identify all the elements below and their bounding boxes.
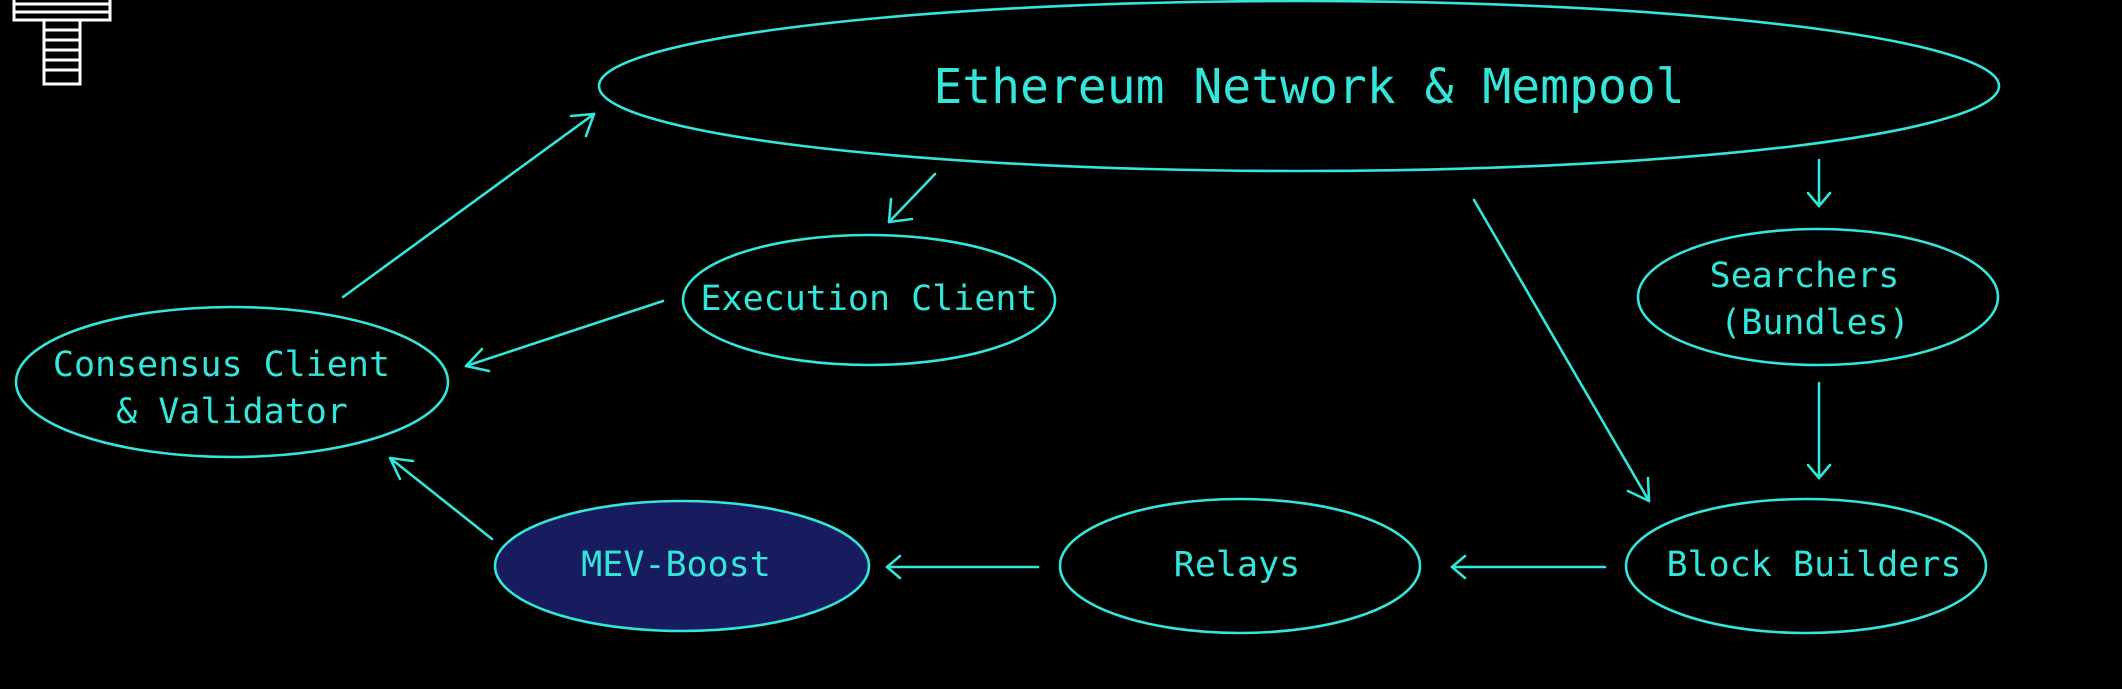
node-searchers-bundles: Searchers (Bundles) (1636, 227, 2000, 367)
edge-ethereum-to-builders (1472, 198, 1651, 503)
node-relays: Relays (1058, 497, 1422, 635)
edge-consensus-to-ethereum (341, 112, 596, 299)
edge-execution-to-consensus (464, 299, 665, 373)
node-mev-boost: MEV-Boost (493, 499, 871, 633)
edge-relays-to-mev-boost (885, 554, 1040, 580)
node-searchers-label: Searchers (Bundles) (1710, 256, 1921, 343)
node-consensus-label: Consensus Client & Validator (53, 345, 411, 432)
node-mev-boost-label: MEV-Boost (581, 545, 771, 585)
edge-searchers-to-builders (1806, 381, 1832, 480)
edge-mev-boost-to-consensus (388, 456, 494, 541)
edge-ethereum-to-searchers (1806, 158, 1832, 208)
node-builders-label: Block Builders (1666, 545, 1961, 585)
t-logo-icon (12, 0, 112, 86)
edges (341, 112, 1832, 580)
node-ethereum-label: Ethereum Network & Mempool (933, 59, 1684, 115)
node-execution-label: Execution Client (700, 279, 1037, 319)
node-ethereum-network-mempool: Ethereum Network & Mempool (597, 0, 2001, 173)
node-execution-client: Execution Client (681, 233, 1057, 367)
node-consensus-client-validator: Consensus Client & Validator (14, 305, 450, 459)
edge-builders-to-relays (1450, 554, 1607, 580)
node-relays-label: Relays (1174, 545, 1300, 585)
edge-ethereum-to-execution (887, 172, 937, 224)
node-block-builders: Block Builders (1624, 497, 1988, 635)
